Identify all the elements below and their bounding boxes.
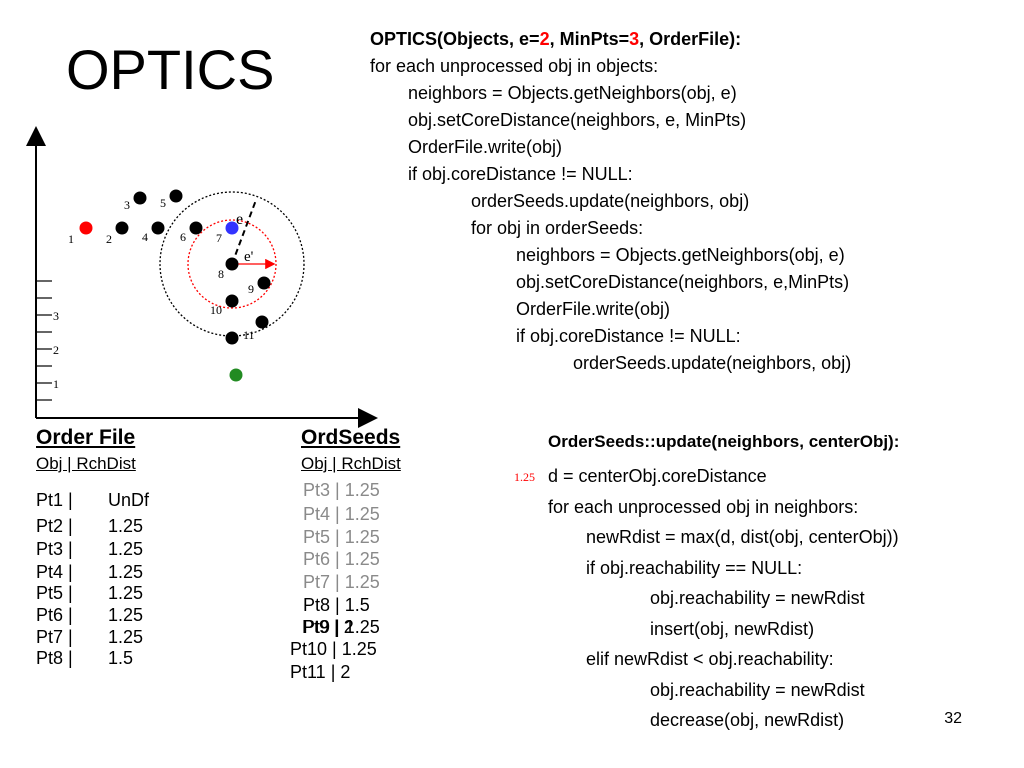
ord-seeds-subheader: Obj | RchDist [301, 454, 401, 473]
algorithm-header: OPTICS(Objects, e=2, MinPts=3, OrderFile… [370, 29, 742, 49]
ord-seeds-row: Pt9 | 2 [302, 617, 354, 637]
point-label-10: 10 [210, 303, 222, 317]
update-proc-line: obj.reachability = newRdist [650, 679, 865, 700]
ord-seeds-row: Pt9 | 1.25 [303, 617, 380, 637]
point-7 [225, 221, 239, 235]
point-3 [133, 191, 147, 205]
point-label-7: 7 [216, 231, 222, 245]
point-4 [151, 221, 165, 235]
page-title: OPTICS [66, 38, 275, 101]
point-label-9: 9 [248, 282, 254, 296]
order-file-row-dist: 1.5 [108, 648, 134, 668]
order-file-row-obj: Pt4 | [36, 562, 73, 582]
e-radius-line [231, 199, 257, 265]
update-proc-line: newRdist = max(d, dist(obj, centerObj)) [586, 527, 899, 547]
order-file-row-obj: Pt7 | [36, 627, 73, 647]
point-11a [255, 315, 269, 329]
minpts-value: 3 [629, 29, 640, 49]
order-file-row-obj: Pt5 | [36, 583, 73, 603]
ord-seeds-row: Pt8 | 1.5 [303, 595, 370, 615]
point-label-1: 1 [68, 232, 74, 246]
update-proc-line: insert(obj, newRdist) [650, 618, 815, 639]
y-tick-3: 3 [53, 309, 59, 323]
reachability-diagram: 3 2 1 e e' 1 2 3 4 5 6 7 8 9 10 11 [26, 126, 378, 428]
point-8 [225, 257, 239, 271]
point-label-3: 3 [124, 198, 130, 212]
algorithm-line: for each unprocessed obj in objects: [370, 56, 659, 76]
point-label-2: 2 [106, 232, 112, 246]
order-file-row-obj: Pt6 | [36, 605, 73, 625]
update-header: OrderSeeds::update(neighbors, centerObj)… [548, 432, 900, 451]
point-label-6: 6 [180, 230, 186, 244]
point-10 [225, 294, 239, 308]
update-proc-line: obj.reachability = newRdist [650, 588, 865, 608]
e-prime-label: e' [244, 249, 254, 265]
update-proc-line: decrease(obj, newRdist) [650, 710, 845, 730]
algorithm-line: if obj.coreDistance != NULL: [408, 164, 633, 184]
algorithm-line: neighbors = Objects.getNeighbors(obj, e) [516, 245, 845, 265]
order-file-row-dist: 1.25 [108, 562, 144, 582]
ord-seeds-row: Pt7 | 1.25 [303, 572, 380, 592]
ord-seeds-row: Pt5 | 1.25 [303, 527, 380, 547]
order-file-row-dist: 1.25 [108, 627, 144, 647]
slide-number: 32 [944, 710, 962, 727]
e-label: e [236, 211, 243, 228]
point-6 [189, 221, 203, 235]
algorithm-line: for obj in orderSeeds: [471, 218, 644, 238]
order-seeds-update-proc: OrderSeeds::update(neighbors, centerObj)… [500, 432, 1010, 742]
order-file-row-obj: Pt1 | [36, 490, 73, 510]
point-label-11: 11 [243, 328, 255, 342]
optics-algorithm: OPTICS(Objects, e=2, MinPts=3, OrderFile… [370, 26, 1010, 386]
reachability-ticks [36, 280, 52, 401]
algorithm-line: obj.setCoreDistance(neighbors, e,MinPts) [516, 272, 850, 292]
algorithm-line: OrderFile.write(obj) [516, 299, 671, 319]
e-value: 2 [539, 29, 550, 49]
order-file-row-dist: UnDf [108, 490, 150, 510]
ord-seeds-title: OrdSeeds [301, 426, 401, 449]
order-file-row-obj: Pt2 | [36, 516, 73, 536]
order-file-row-dist: 1.25 [108, 539, 144, 559]
order-file-row-obj: Pt3 | [36, 539, 73, 559]
e-prime-neighborhood-circle [187, 219, 277, 309]
ord-seeds-row: Pt6 | 1.25 [303, 549, 380, 569]
order-file-row-obj: Pt8 | [36, 648, 73, 668]
ord-seeds-row: Pt10 | 1.25 [290, 639, 377, 659]
order-file-subheader: Obj | RchDist [36, 454, 136, 473]
update-proc-line: d = centerObj.coreDistance [548, 466, 767, 486]
ord-seeds-row: Pt11 | 2 [290, 662, 351, 682]
point-green [229, 368, 243, 382]
y-tick-1: 1 [53, 377, 59, 391]
update-proc-line: for each unprocessed obj in neighbors: [548, 496, 859, 517]
update-proc-line: elif newRdist < obj.reachability: [586, 649, 834, 669]
order-file-row-dist: 1.25 [108, 605, 144, 625]
y-tick-2: 2 [53, 343, 59, 357]
algorithm-line: orderSeeds.update(neighbors, obj) [573, 353, 852, 373]
point-label-8: 8 [218, 267, 224, 281]
ord-seeds-row: Pt3 | 1.25 [303, 480, 380, 500]
order-file-title: Order File [36, 426, 136, 449]
point-9 [257, 276, 271, 290]
point-5 [169, 189, 183, 203]
ord-seeds-row: Pt4 | 1.25 [303, 504, 380, 524]
algorithm-line: orderSeeds.update(neighbors, obj) [471, 191, 750, 211]
point-label-5: 5 [160, 196, 166, 210]
update-proc-line: if obj.reachability == NULL: [586, 557, 803, 578]
algorithm-line: obj.setCoreDistance(neighbors, e, MinPts… [408, 110, 747, 130]
algorithm-line: OrderFile.write(obj) [408, 137, 563, 157]
algorithm-line: neighbors = Objects.getNeighbors(obj, e) [408, 83, 737, 103]
point-2 [115, 221, 129, 235]
annotation-value: 1.25 [514, 470, 535, 484]
order-file-row-dist: 1.25 [108, 516, 144, 536]
point-label-4: 4 [142, 230, 148, 244]
point-11 [225, 331, 239, 345]
point-1 [79, 221, 93, 235]
algorithm-line: if obj.coreDistance != NULL: [516, 326, 741, 346]
order-file-row-dist: 1.25 [108, 583, 144, 603]
